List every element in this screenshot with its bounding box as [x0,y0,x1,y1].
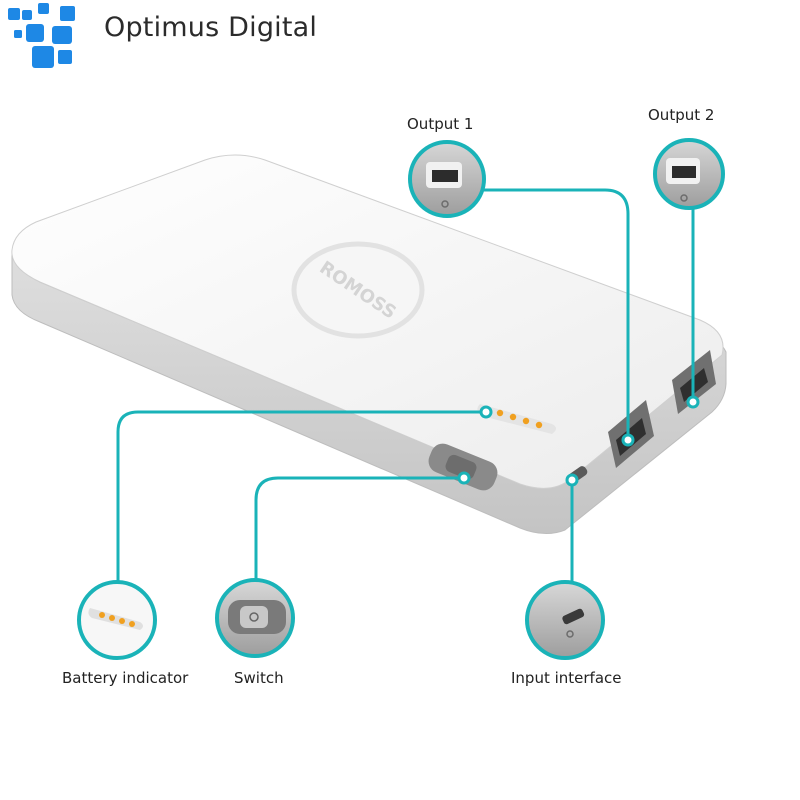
bubble-switch [215,578,295,658]
leader-lines [116,188,695,582]
label-output2: Output 2 [648,106,715,124]
bubble-input [525,580,605,660]
bubble-output1 [408,140,486,218]
anchor-input [565,473,579,487]
label-output1: Output 1 [407,115,474,133]
label-battery-indicator: Battery indicator [62,669,189,687]
bubble-output2 [653,138,725,210]
bubble-battery [77,580,157,660]
label-switch: Switch [234,669,284,687]
power-bank-body: ROMOSS [11,154,727,534]
optimus-digital-logo-icon [8,3,75,68]
label-input-interface: Input interface [511,669,622,687]
brand-name: Optimus Digital [104,12,318,43]
led-strip [477,404,556,434]
anchor-output1 [621,433,635,447]
anchor-battery [479,405,493,419]
anchor-output2 [686,395,700,409]
anchor-switch [457,471,471,485]
